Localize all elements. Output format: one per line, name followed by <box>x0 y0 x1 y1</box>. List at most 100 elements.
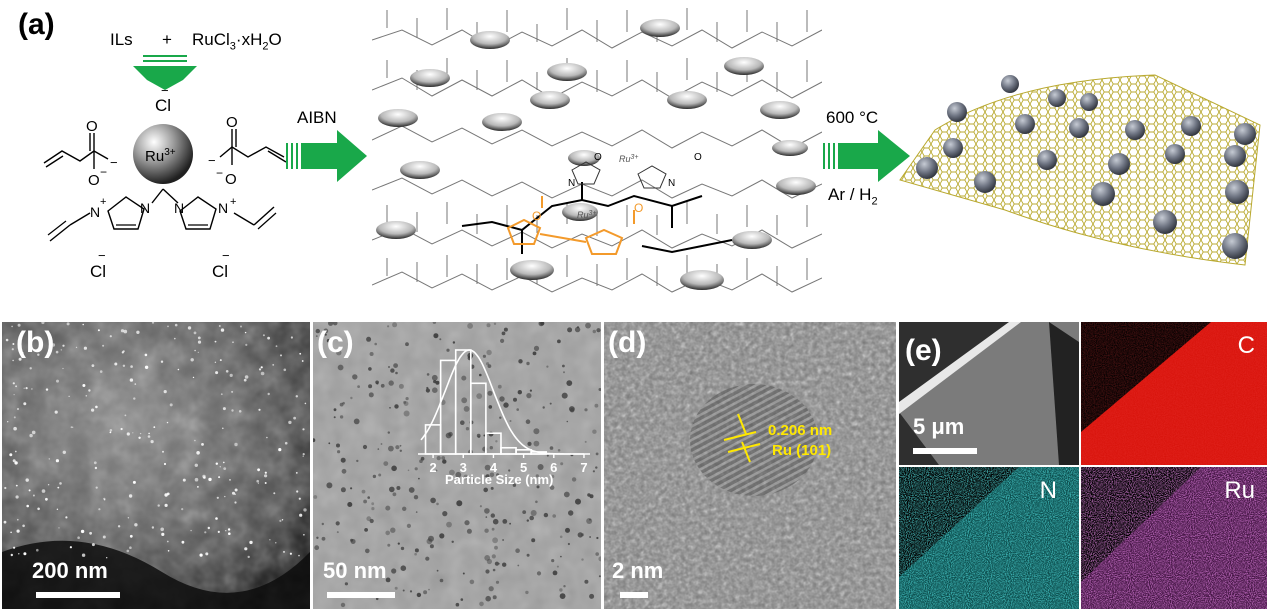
nanoparticle-dot <box>347 502 353 507</box>
nanoparticle-dot <box>426 538 433 545</box>
nanoparticle-dot <box>391 568 397 574</box>
nanoparticle-dot <box>296 490 299 493</box>
nanoparticle-dot <box>132 480 136 484</box>
nanoparticle-dot <box>120 427 123 431</box>
nanoparticle-dot <box>369 518 374 524</box>
nanoparticle-dot <box>264 474 268 478</box>
nanoparticle-dot <box>426 386 429 390</box>
nanoparticle-dot <box>490 486 494 490</box>
nanoparticle-dot <box>441 456 446 460</box>
histogram-bar <box>470 382 487 455</box>
nanoparticle-dot <box>267 392 270 396</box>
nanoparticle-dot <box>399 444 402 447</box>
nanoparticle-dot <box>395 445 400 450</box>
nanoparticle-dot <box>497 384 502 389</box>
svg-text:O: O <box>634 201 643 215</box>
nanoparticle-dot <box>439 533 445 539</box>
nanoparticle-dot <box>512 483 517 487</box>
svg-text:−: − <box>100 165 107 179</box>
nanoparticle-dot <box>552 514 556 518</box>
nanoparticle-dot <box>488 405 493 409</box>
nanoparticle-dot <box>485 595 491 602</box>
nanoparticle-dot <box>513 397 517 402</box>
nanoparticle-dot <box>517 564 520 567</box>
nanoparticle-dot <box>556 565 559 568</box>
nanoparticle-dot <box>339 415 344 419</box>
nanoparticle-dot <box>469 579 475 585</box>
nanoparticle-dot <box>218 476 221 479</box>
nanoparticle-dot <box>389 486 395 493</box>
minus-sign: − <box>161 83 169 98</box>
nanoparticle-dot <box>23 552 27 556</box>
nanoparticle-dot <box>166 492 170 496</box>
nanoparticle-dot <box>508 469 511 472</box>
nanoparticle-dot <box>273 492 276 495</box>
nanoparticle-dot <box>245 343 248 346</box>
nanoparticle-dot <box>339 566 343 570</box>
nanoparticle-dot <box>509 522 511 525</box>
nanoparticle-dot <box>36 548 39 552</box>
nanoparticle-dot <box>598 575 601 578</box>
nanoparticle-dot <box>530 510 537 516</box>
nanoparticle-dot <box>126 432 130 436</box>
nanoparticle-dot <box>62 344 65 347</box>
nanoparticle-dot <box>395 371 398 375</box>
nanoparticle-dot <box>402 589 405 592</box>
ru-ion-label: Ru3+ <box>145 147 176 165</box>
nanoparticle-dot <box>595 452 599 456</box>
nanoparticle-dot <box>139 432 142 435</box>
nanoparticle-dot <box>109 431 112 434</box>
nanoparticle-dot <box>28 489 31 492</box>
nanoparticle-dot <box>368 384 373 389</box>
nanoparticle-dot <box>486 558 492 565</box>
nanoparticle-dot <box>549 402 552 405</box>
nanoparticle-dot <box>490 513 495 518</box>
nanoparticle-dot <box>464 520 470 526</box>
nanoparticle-dot <box>592 470 595 473</box>
nanoparticle-dot <box>487 390 493 396</box>
nanoparticle-dot <box>95 486 98 489</box>
nanoparticle-dot <box>303 534 305 536</box>
nanoparticle-dot <box>283 368 287 372</box>
nanoparticle-dot <box>394 586 398 590</box>
nanoparticle-dot <box>363 499 367 504</box>
map-label-n: N <box>1039 477 1057 504</box>
nanoparticle-dot <box>207 526 210 530</box>
nanoparticle-dot <box>13 546 16 549</box>
nanoparticle-dot <box>201 443 204 446</box>
nanoparticle-dot <box>375 380 379 385</box>
nanoparticle-dot <box>144 365 149 369</box>
nanoparticle-dot <box>565 527 570 533</box>
nanoparticle-dot <box>29 433 33 438</box>
nanoparticle-dot <box>313 495 318 499</box>
nanoparticle-dot <box>393 363 398 368</box>
nanoparticle-dot <box>436 569 439 572</box>
nanoparticle-dot <box>489 472 495 478</box>
histogram-tick-label: 6 <box>550 460 557 475</box>
nanoparticle-dot <box>340 487 346 493</box>
nanoparticle-dot <box>499 396 505 402</box>
nanoparticle-dot <box>436 456 441 461</box>
nanoparticle-dot <box>598 388 601 391</box>
nanoparticle-dot <box>190 358 194 362</box>
nanoparticle-dot <box>231 409 234 412</box>
nanoparticle-dot <box>129 378 134 382</box>
nanoparticle-dot <box>584 440 587 443</box>
nanoparticle-dot <box>482 354 486 358</box>
nanoparticle-dot <box>83 346 87 350</box>
nanoparticle-dot <box>275 345 278 348</box>
tem-micrograph <box>313 322 601 609</box>
nanoparticle-dot <box>256 479 259 483</box>
nanoparticle-dot <box>413 495 419 500</box>
nanoparticle-dot <box>25 387 28 390</box>
nanoparticle-dot <box>284 441 288 445</box>
nanoparticle-dot <box>99 370 103 373</box>
nanoparticle-dot <box>23 387 25 389</box>
panel-c-label: (c) <box>317 326 354 359</box>
nanoparticle-dot <box>398 383 404 389</box>
nanoparticle-dot <box>18 553 20 555</box>
panel-d-label: (d) <box>608 326 647 359</box>
ionic-liquid-structure: O − O − O − O − N + N N N + <box>43 114 287 242</box>
nanoparticle-dot <box>353 418 360 425</box>
nanoparticle-dot <box>387 325 390 328</box>
